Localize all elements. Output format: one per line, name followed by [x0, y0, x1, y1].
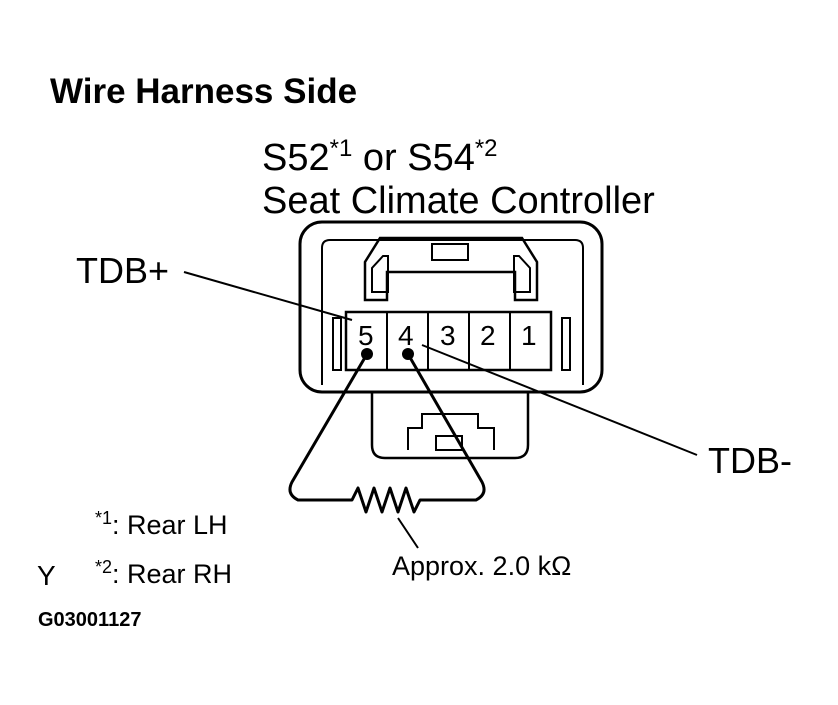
footnote-text: : Rear RH: [112, 559, 233, 589]
pin-number: 4: [398, 320, 414, 351]
resistance-leader: [397, 517, 419, 549]
pin-number: 5: [358, 320, 374, 351]
pin-block: [344, 310, 553, 372]
connector-housing: [298, 220, 604, 394]
pin-block-left-rail: [332, 317, 342, 371]
footnote-mark-2: *2: [474, 135, 498, 162]
latch-key: [431, 243, 469, 261]
pin-number: 1: [521, 320, 537, 351]
footnote-mark: *2: [95, 557, 113, 577]
connector-id-left: S52: [262, 137, 330, 179]
tdb-minus-leader: [421, 344, 698, 456]
pin-number: 3: [440, 320, 456, 351]
connector-id: S52*1 or S54*2: [262, 135, 498, 180]
tdb-plus-leader: [183, 271, 353, 321]
terminal-label-negative: TDB-: [708, 440, 792, 481]
connector-name: Seat Climate Controller: [262, 180, 655, 222]
bottom-tab-detail: [407, 413, 495, 450]
connector-latch: [363, 236, 539, 302]
footnote-rear-lh: *1: Rear LH: [95, 508, 228, 541]
footnote-mark-1: *1: [329, 135, 353, 162]
side-mark: Y: [37, 560, 56, 591]
latch-left-slot: [371, 255, 389, 293]
footnote-mark: *1: [95, 508, 113, 528]
pin-number: 2: [480, 320, 496, 351]
connector-id-right: S54: [407, 137, 475, 179]
pin-block-right-rail: [561, 317, 571, 371]
connector-inner-frame: [321, 239, 584, 385]
connector-bottom-tab: [370, 392, 530, 460]
footnote-rear-rh: *2: Rear RH: [95, 557, 232, 590]
page-title: Wire Harness Side: [50, 72, 358, 111]
meter-lead-loop: [288, 353, 486, 514]
latch-right-slot: [513, 255, 531, 293]
footnote-text: : Rear LH: [112, 510, 228, 540]
connector-or: or: [352, 137, 408, 179]
resistance-label: Approx. 2.0 kΩ: [392, 551, 572, 581]
terminal-label-positive: TDB+: [76, 250, 170, 291]
figure-code: G03001127: [38, 609, 142, 631]
